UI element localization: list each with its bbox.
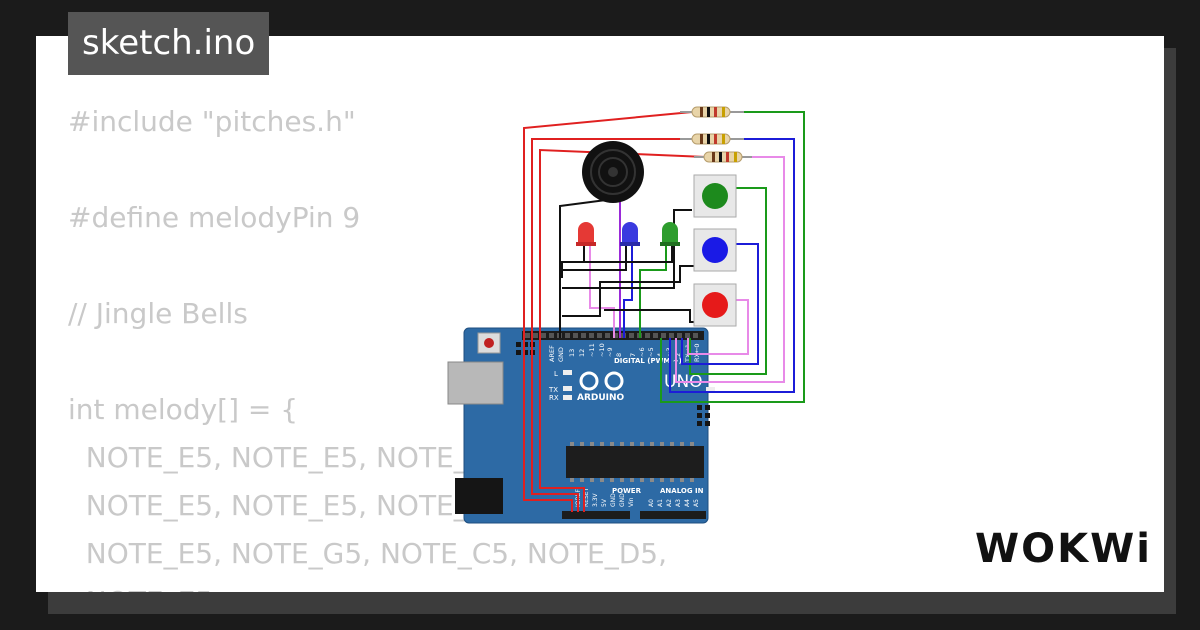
card-shadow — [48, 592, 1164, 614]
power-pin-label: 5V — [601, 498, 608, 507]
analog-pin-label: A0 — [648, 499, 655, 507]
power-jack — [455, 478, 503, 514]
led-blue[interactable] — [620, 222, 640, 246]
wire-black — [561, 244, 673, 278]
analog-pin-label: A1 — [657, 499, 664, 507]
pin-label: ~9 — [606, 347, 614, 357]
arduino-brand-label: ARDUINO — [577, 393, 625, 403]
preview-card: #include "pitches.h" #define melodyPin 9 /… — [36, 36, 1164, 592]
wire-black — [559, 199, 607, 338]
pin-label: ~6 — [638, 347, 646, 357]
card-shadow-side — [1164, 48, 1176, 614]
pushbutton-blue[interactable] — [693, 228, 737, 272]
on-label: ON — [717, 386, 728, 394]
usb-port — [447, 361, 504, 405]
wire-blue — [681, 243, 759, 365]
wire-green — [639, 244, 667, 338]
power-label: POWER — [612, 487, 642, 495]
on-led — [706, 387, 715, 392]
pin-label: ~5 — [647, 347, 655, 357]
wire-red — [531, 138, 692, 512]
power-pin-label: 3.3V — [592, 492, 599, 507]
arduino-logo-icon — [579, 371, 624, 391]
analog-header — [640, 511, 706, 519]
analog-pin-label: A5 — [693, 499, 700, 507]
pin-label: RX←0 — [693, 343, 701, 362]
code-line: #include "pitches.h" — [68, 105, 356, 138]
wire-pink — [675, 156, 785, 383]
wire-black — [560, 244, 585, 263]
l-led — [563, 370, 572, 375]
digital-label: DIGITAL (PWM ~) — [614, 357, 682, 365]
pin-label: ~10 — [598, 343, 606, 357]
code-line: int melody[] = { — [68, 393, 299, 426]
resistor[interactable] — [680, 133, 744, 145]
code-line: NOTE_E5, NOTE_E5, NOTE_E5, — [68, 489, 513, 522]
analog-pin-label: A3 — [675, 499, 682, 507]
pin-label: 8 — [615, 353, 623, 357]
pin-label-gnd: GND — [557, 347, 565, 362]
pin-label: ~11 — [588, 343, 596, 357]
power-header — [562, 511, 630, 519]
tx-led — [563, 386, 572, 391]
circuit-diagram: AREF GND 13 12 ~11 ~10 ~9 8 7 ~6 ~5 4 ~3… — [447, 106, 805, 524]
wire-black — [604, 309, 694, 323]
wire-blue — [669, 138, 795, 393]
led-red[interactable] — [576, 222, 596, 246]
pushbutton-red[interactable] — [693, 283, 737, 327]
code-line: // Jingle Bells — [68, 297, 248, 330]
code-line: NOTE_E5, — [68, 578, 667, 592]
power-pin-label: GND — [619, 493, 626, 507]
arduino-uno-board[interactable]: AREF GND 13 12 ~11 ~10 ~9 8 7 ~6 ~5 4 ~3… — [447, 327, 728, 524]
pushbutton-green[interactable] — [693, 174, 737, 218]
file-tab: sketch.ino — [68, 12, 270, 75]
atmega-chip — [566, 446, 704, 478]
pin-label: 13 — [568, 349, 576, 357]
wire-black — [560, 244, 627, 271]
wire-black — [562, 209, 692, 289]
wire-green — [689, 187, 767, 375]
tx-label: TX — [548, 386, 558, 394]
wire-pink — [589, 244, 615, 338]
power-pin-label: RESET — [583, 487, 590, 507]
wire-red — [523, 111, 693, 512]
power-pin-label: GND — [610, 493, 617, 507]
wire-pink — [687, 299, 749, 355]
code-line: #define melodyPin 9 — [68, 201, 361, 234]
pin-label: 12 — [578, 349, 586, 357]
rx-label: RX — [549, 394, 559, 402]
code-line: NOTE_E5, NOTE_G5, NOTE_C5, NOTE_D5, — [68, 537, 667, 570]
resistor[interactable] — [694, 151, 752, 163]
power-pin-label: Vin — [628, 497, 635, 507]
l-label: L — [554, 370, 558, 378]
wokwi-logo: WOKWi — [975, 526, 1152, 572]
wire-blue — [623, 244, 633, 338]
pin-label-aref: AREF — [548, 345, 556, 362]
led-green[interactable] — [660, 222, 680, 246]
analog-pin-label: A2 — [666, 499, 673, 507]
buzzer[interactable] — [582, 141, 644, 203]
analog-pin-label: A4 — [684, 499, 691, 507]
wire-black — [562, 265, 694, 317]
resistor[interactable] — [680, 106, 744, 118]
pin-label: 2 — [674, 353, 682, 357]
wires — [523, 111, 805, 512]
rx-led — [563, 395, 572, 400]
wire-green — [660, 111, 805, 403]
pin-label: 7 — [629, 353, 637, 357]
analog-label: ANALOG IN — [660, 487, 704, 495]
